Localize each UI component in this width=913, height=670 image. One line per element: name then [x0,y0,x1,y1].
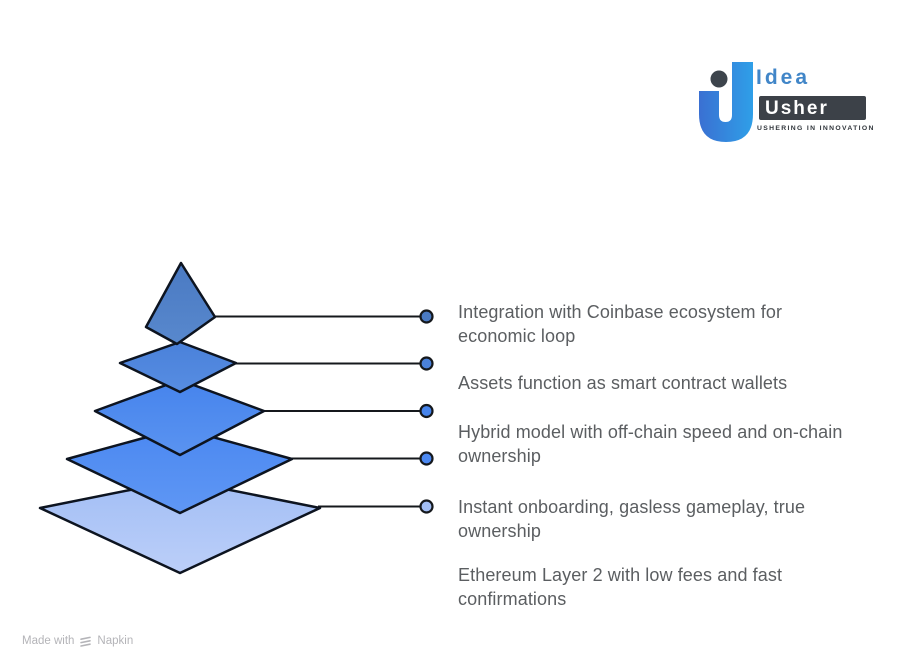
logo-u-shape [699,62,753,142]
connector-endpoint-4 [419,451,434,466]
level-3-label: Hybrid model with off-chain speed and on… [458,422,843,466]
logo-dot [710,70,728,88]
pyramid-level-1 [144,261,217,346]
idea-usher-u-icon [699,62,753,142]
logo-tagline: USHERING IN INNOVATION [757,125,875,132]
connector-endpoint-5 [419,499,434,514]
level-2-label: Assets function as smart contract wallet… [458,373,788,393]
pyramid-level-4 [65,426,294,515]
pyramid-level-5 [38,478,322,575]
level-4-label: Instant onboarding, gasless gameplay, tr… [458,497,806,541]
napkin-brand-text: Napkin [97,635,134,647]
logo-brand-bottom-box: Usher [759,96,866,120]
logo-brand-top: Idea [756,66,811,89]
pyramid-level-2 [118,340,238,394]
logo-brand-bottom: Usher [765,97,829,119]
level-5-label: Ethereum Layer 2 with low fees and fast … [458,565,783,609]
pyramid-level-3 [93,378,266,457]
made-with-napkin-credit: Made with Napkin [22,633,133,649]
connector-endpoint-3 [419,403,434,419]
connector-endpoint-1 [419,309,434,324]
level-1-label: Integration with Coinbase ecosystem for … [458,302,783,346]
napkin-icon [80,636,92,647]
connector-endpoint-2 [419,356,434,371]
idea-usher-logo: Idea Usher USHERING IN INNOVATION [697,55,877,147]
made-with-text: Made with [22,635,75,647]
